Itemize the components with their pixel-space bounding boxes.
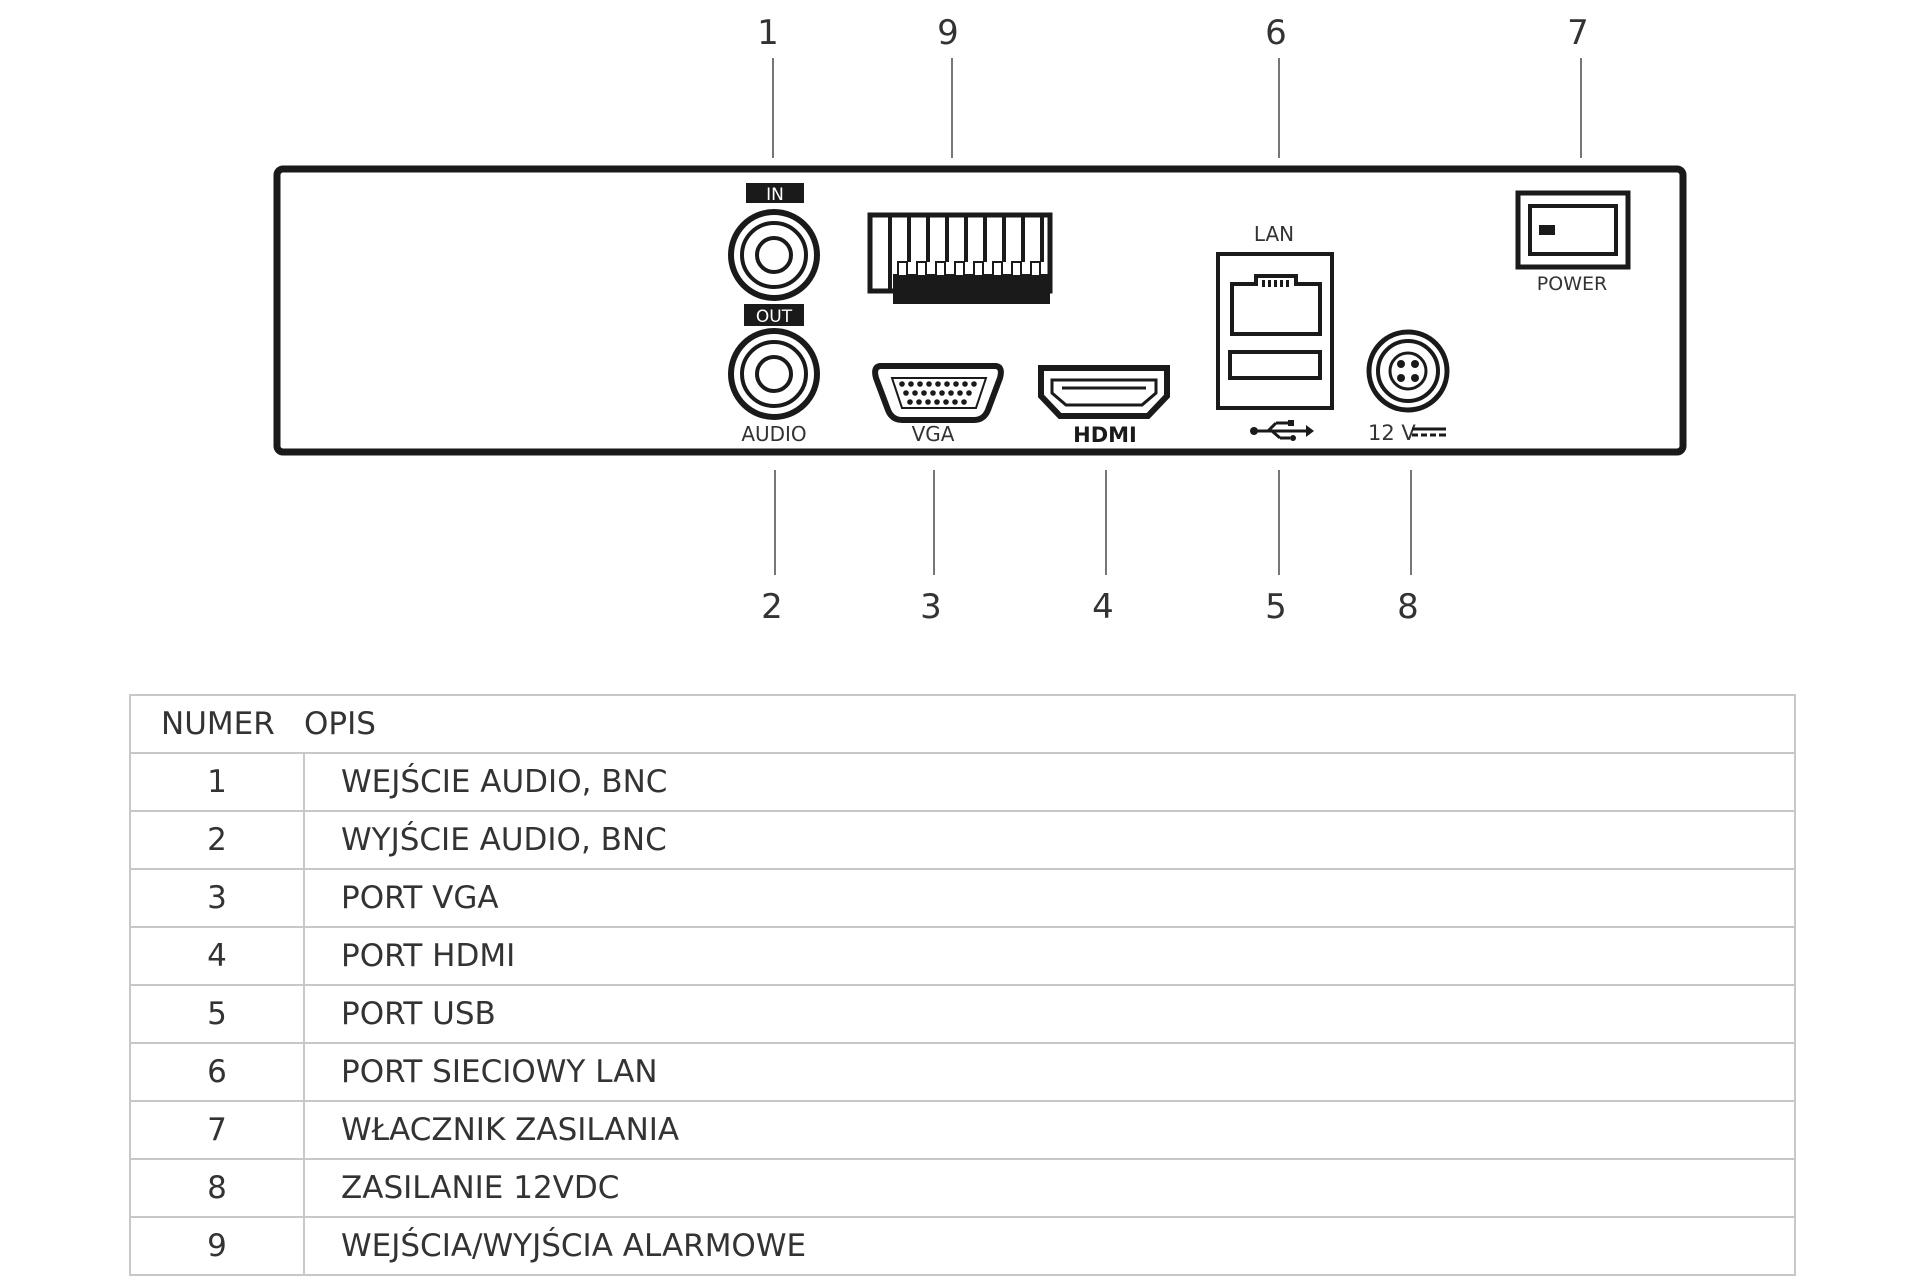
lan-port	[1230, 274, 1322, 336]
table-row: 3 PORT VGA	[129, 868, 1796, 928]
row-number: 9	[129, 1216, 305, 1276]
table-row: 6 PORT SIECIOWY LAN	[129, 1042, 1796, 1102]
power-label: POWER	[1537, 273, 1607, 295]
callout-2: 2	[761, 587, 783, 627]
header-opis: OPIS	[304, 694, 1796, 754]
row-number: 8	[129, 1158, 305, 1218]
audio-out-label: OUT	[756, 307, 793, 327]
table-row: 9 WEJŚCIA/WYJŚCIA ALARMOWE	[129, 1216, 1796, 1276]
row-description: ZASILANIE 12VDC	[303, 1158, 1796, 1218]
vga-port	[872, 363, 1004, 423]
lan-label: LAN	[1254, 222, 1294, 246]
callout-4: 4	[1092, 587, 1114, 627]
audio-in-label: IN	[766, 185, 784, 205]
row-number: 4	[129, 926, 305, 986]
audio-out-label-bg	[744, 304, 804, 326]
hdmi-label: HDMI	[1073, 423, 1137, 447]
callout-8: 8	[1397, 587, 1419, 627]
callout-1: 1	[757, 13, 779, 53]
power-switch	[1515, 190, 1631, 270]
dc-power-jack	[1366, 329, 1450, 413]
callout-5: 5	[1265, 587, 1287, 627]
rear-panel-diagram: 1 9 6 7 2 3 4 5 8 IN OUT AUDIO	[273, 13, 1687, 627]
table-row: 7 WŁACZNIK ZASILANIA	[129, 1100, 1796, 1160]
table-header-row: NUMER OPIS	[129, 694, 1796, 754]
table-row: 1 WEJŚCIE AUDIO, BNC	[129, 752, 1796, 812]
header-numer: NUMER	[129, 694, 304, 754]
row-description: PORT SIECIOWY LAN	[303, 1042, 1796, 1102]
audio-in-jack	[728, 209, 820, 301]
connector-table: NUMER OPIS 1 WEJŚCIE AUDIO, BNC 2 WYJŚCI…	[129, 694, 1796, 1276]
row-description: WYJŚCIE AUDIO, BNC	[303, 810, 1796, 870]
row-description: PORT USB	[303, 984, 1796, 1044]
callout-9: 9	[937, 13, 959, 53]
dc-label: 12 V	[1368, 421, 1416, 445]
callout-7: 7	[1567, 13, 1589, 53]
callout-6: 6	[1265, 13, 1287, 53]
table-row: 5 PORT USB	[129, 984, 1796, 1044]
usb-icon	[1250, 420, 1314, 441]
dc-symbol-icon	[1412, 427, 1446, 437]
row-description: WŁACZNIK ZASILANIA	[303, 1100, 1796, 1160]
leader-lines	[772, 58, 1582, 575]
row-number: 6	[129, 1042, 305, 1102]
vga-label: VGA	[912, 422, 955, 446]
row-number: 1	[129, 752, 305, 812]
row-description: WEJŚCIE AUDIO, BNC	[303, 752, 1796, 812]
row-number: 7	[129, 1100, 305, 1160]
row-description: WEJŚCIA/WYJŚCIA ALARMOWE	[303, 1216, 1796, 1276]
table-row: 2 WYJŚCIE AUDIO, BNC	[129, 810, 1796, 870]
audio-out-jack	[728, 328, 820, 420]
audio-in-label-bg	[746, 183, 804, 203]
table-row: 4 PORT HDMI	[129, 926, 1796, 986]
usb-port	[1228, 350, 1322, 380]
callout-3: 3	[920, 587, 942, 627]
alarm-terminal-block	[867, 212, 1053, 304]
audio-label: AUDIO	[741, 422, 806, 446]
row-number: 3	[129, 868, 305, 928]
lan-usb-stack	[1216, 252, 1334, 410]
table-row: 8 ZASILANIE 12VDC	[129, 1158, 1796, 1218]
row-number: 2	[129, 810, 305, 870]
hdmi-port	[1038, 365, 1170, 419]
row-description: PORT HDMI	[303, 926, 1796, 986]
row-number: 5	[129, 984, 305, 1044]
row-description: PORT VGA	[303, 868, 1796, 928]
